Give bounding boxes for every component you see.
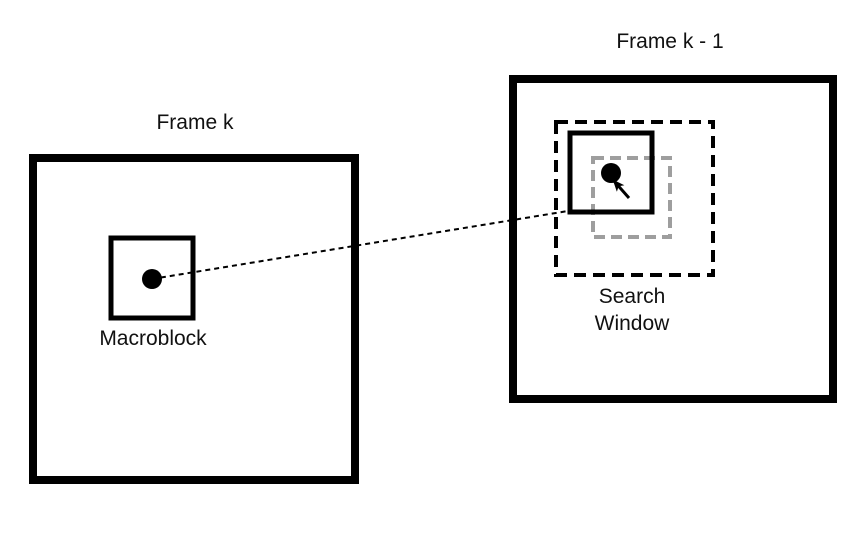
frame-k-minus-1-title: Frame k - 1 [616, 30, 724, 53]
reference-center-dot [601, 163, 621, 183]
frame-k-title: Frame k [156, 111, 234, 134]
macroblock-label: Macroblock [99, 327, 207, 350]
frame-k-minus-1-box [509, 75, 837, 403]
frame-k-box [29, 154, 359, 484]
matched-block-box [567, 130, 655, 215]
macroblock-box [108, 235, 196, 321]
motion-vector-line [151, 210, 569, 280]
search-window-label-line2: Window [594, 312, 670, 335]
search-window-label-line1: Search [598, 285, 666, 308]
search-window-box [554, 120, 715, 277]
candidate-block-box [591, 156, 672, 239]
motion-arrow [612, 179, 631, 199]
